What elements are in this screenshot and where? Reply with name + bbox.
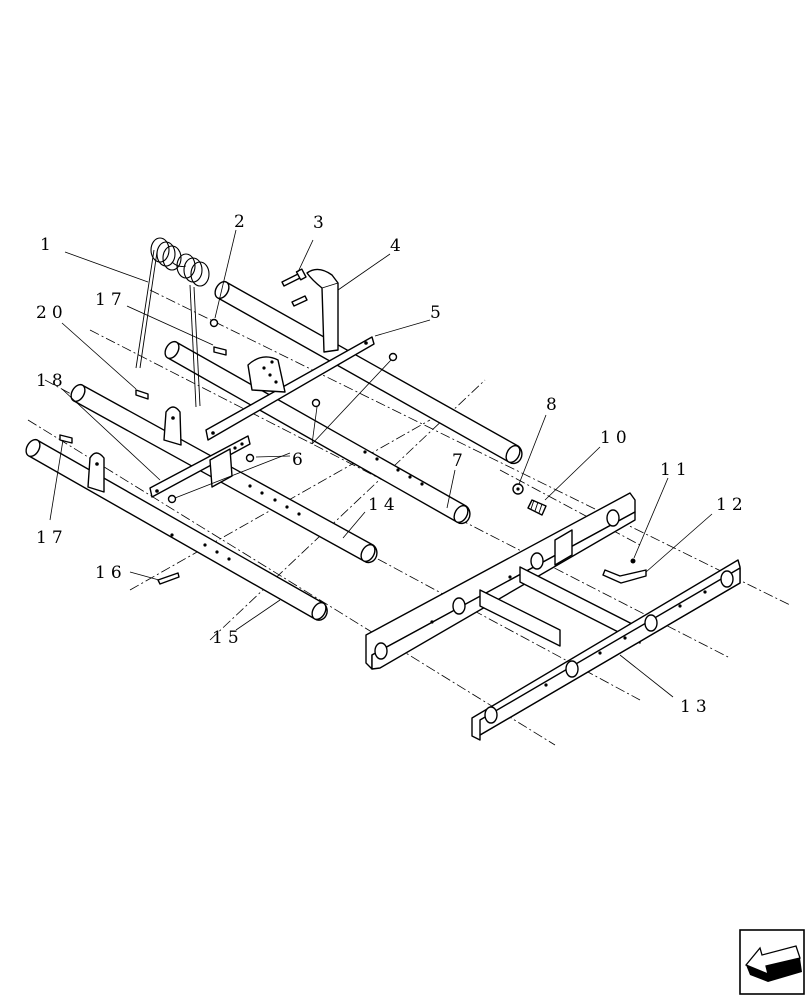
nut-part-2[interactable] — [209, 318, 219, 328]
callout-13: 13 — [680, 697, 712, 717]
bolt-part-3[interactable] — [281, 268, 307, 287]
bolt-part-17-top[interactable] — [213, 346, 227, 356]
callout-15: 15 — [212, 628, 244, 648]
callout-1: 1 — [40, 235, 56, 255]
callout-6: 6 — [292, 450, 308, 470]
callout-18: 18 — [36, 371, 68, 391]
callout-16: 16 — [95, 563, 127, 583]
bolt-part-3b[interactable] — [291, 295, 308, 307]
callout-17-top: 17 — [95, 290, 127, 310]
nut-part-6-d[interactable] — [167, 494, 177, 504]
nut-part-6-a[interactable] — [388, 352, 398, 362]
washer-part-8[interactable] — [512, 483, 524, 495]
tube-part-15[interactable] — [23, 437, 328, 622]
frame-part-13[interactable] — [365, 492, 741, 741]
tube-part-4[interactable] — [212, 279, 523, 465]
callout-14: 14 — [368, 495, 400, 515]
spring-tine-part-1[interactable] — [135, 237, 210, 408]
bar-part-18[interactable] — [149, 435, 251, 498]
callout-7: 7 — [452, 451, 468, 471]
pin-part-11[interactable] — [630, 558, 636, 564]
bar-part-5[interactable] — [205, 336, 375, 441]
callout-8: 8 — [546, 395, 562, 415]
plate-part-7[interactable] — [247, 356, 286, 393]
tube-part-7[interactable] — [162, 339, 471, 525]
callout-20: 20 — [36, 303, 68, 323]
bolt-part-20[interactable] — [135, 389, 149, 400]
callout-3: 3 — [313, 213, 329, 233]
callout-4: 4 — [390, 236, 406, 256]
pin-part-16[interactable] — [157, 572, 180, 585]
mount-bracket-part-4[interactable] — [306, 268, 339, 353]
callout-11: 11 — [660, 460, 692, 480]
callout-10: 10 — [600, 428, 632, 448]
lug-part-14[interactable] — [163, 406, 182, 446]
callout-2: 2 — [234, 212, 250, 232]
leader-lines — [49, 229, 713, 698]
arrow-icon[interactable] — [739, 929, 805, 995]
callout-labels: 1 2 3 4 5 6 7 8 10 11 12 13 14 15 16 17 … — [36, 212, 748, 717]
bolt-part-17-left[interactable] — [59, 434, 73, 444]
callout-12: 12 — [716, 495, 748, 515]
callout-17-left: 17 — [36, 528, 68, 548]
nut-part-6-b[interactable] — [311, 398, 321, 408]
spring-part-10[interactable] — [527, 499, 547, 516]
callout-5: 5 — [430, 303, 446, 323]
pin-part-12[interactable] — [602, 569, 647, 584]
lug-part-15[interactable] — [87, 452, 105, 493]
nut-part-6-c[interactable] — [245, 453, 255, 463]
